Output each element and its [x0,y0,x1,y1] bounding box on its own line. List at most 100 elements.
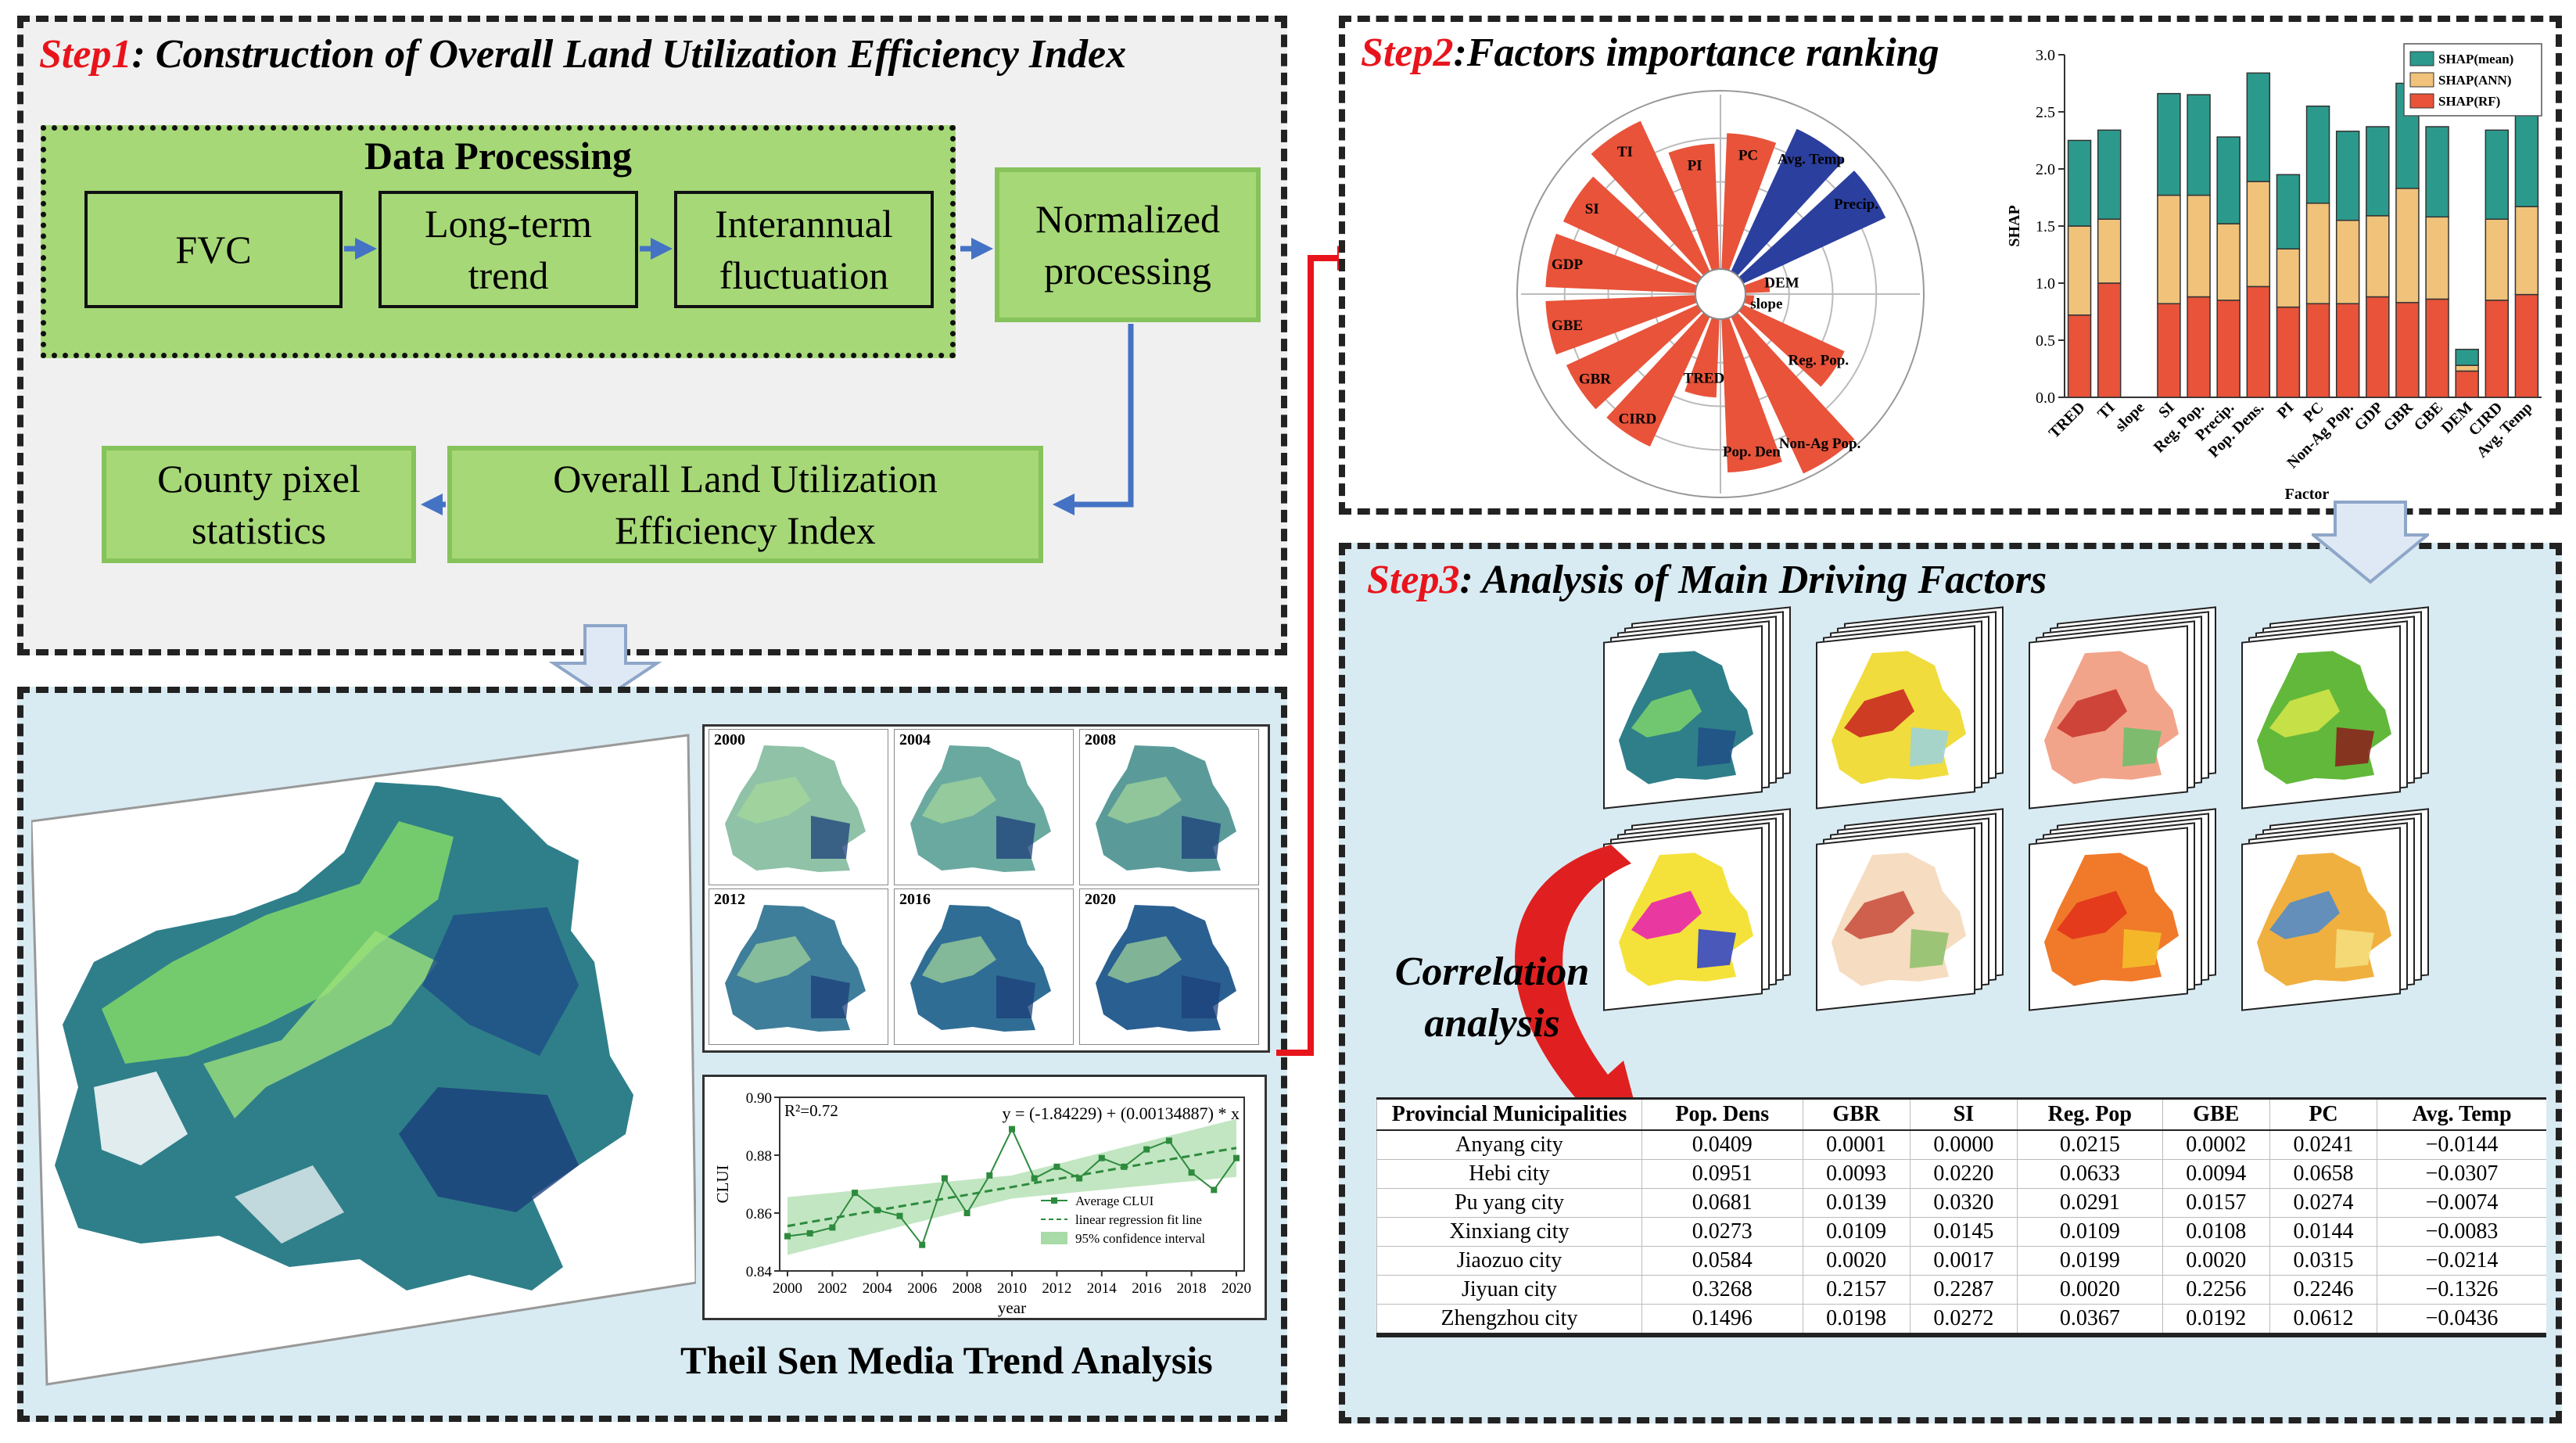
data-processing-group [41,125,956,358]
high-value-patch [996,975,1035,1018]
data-point [1143,1146,1150,1153]
region-patch [1697,727,1736,767]
y-tick-label: 0.5 [2036,332,2055,350]
y-tick-label: 0.0 [2036,389,2055,407]
polar-bar [1606,312,1710,447]
x-tick-label: 2006 [907,1280,937,1297]
x-axis-label: year [998,1298,1026,1317]
y-tick-label: 2.0 [2036,161,2055,178]
bar-segment [2067,139,2092,227]
year-map-2020: 2020 [1079,888,1259,1045]
legend-label: Average CLUI [1075,1194,1154,1208]
bar-segment [2305,303,2330,398]
region-patch [1631,688,1702,738]
year-map-2012: 2012 [709,888,888,1045]
bar-segment [2246,181,2271,288]
step2-title: Step2:Factors importance ranking [1361,31,1939,75]
x-tick-label: GDP [2351,399,2386,434]
table-cell: 0.0215 [2017,1129,2163,1160]
polar-bar [1668,143,1720,271]
x-tick-label: 2000 [773,1280,802,1297]
factor-map-card [2029,625,2188,809]
bar-segment [2425,216,2449,300]
year-label: 2004 [899,731,931,748]
legend-label: linear regression fit line [1075,1212,1202,1227]
data-point [1121,1163,1128,1170]
bar-segment [2157,92,2181,196]
legend-label: SHAP(RF) [2438,94,2500,109]
data-point [1053,1163,1060,1170]
high-value-patch [811,816,850,859]
table-cell: 0.0109 [2017,1217,2163,1247]
region-patch [1844,890,1914,939]
data-point [963,1210,970,1216]
table-cell: 0.2256 [2162,1275,2270,1305]
step1-arrows [344,238,1134,700]
table-cell: 0.0681 [1641,1188,1803,1218]
bar-segment [2157,303,2181,398]
legend-marker-avg [1051,1197,1057,1204]
table-header-cell: Reg. Pop [2017,1100,2163,1131]
table-cell: 0.0612 [2269,1304,2377,1333]
high-value-patch [996,816,1035,859]
factor-map-card [1603,625,1763,809]
r2-annotation: R²=0.72 [784,1101,838,1120]
bar-segment [2097,218,2122,284]
x-axis-label: Factor [2285,486,2330,503]
table-cell: −0.0074 [2377,1188,2546,1218]
bar-segment [2216,136,2241,224]
table-cell: 0.0273 [1641,1217,1803,1247]
bar-segment [2335,219,2360,305]
polar-category-label: GBR [1579,371,1611,387]
polar-category-label: Avg. Temp [1778,151,1845,167]
table-cell: 0.0315 [2269,1246,2377,1276]
step3-title: Step3: Analysis of Main Driving Factors [1367,558,2047,602]
table-cell: 0.0109 [1802,1217,1910,1247]
vegetation-patch [737,777,811,824]
table-cell: 0.0192 [2162,1304,2270,1333]
polar-bar [1738,171,1886,284]
data-point [852,1190,859,1197]
data-point [1211,1186,1218,1194]
table-header-cell: Avg. Temp [2377,1100,2546,1131]
table-cell: −0.0144 [2377,1129,2546,1160]
region-patch [2057,688,2127,738]
year-map-shape [910,745,1051,872]
bar-segment [2514,109,2539,207]
y-tick-label: 1.0 [2036,275,2055,293]
table-cell: Zhengzhou city [1376,1304,1642,1333]
table-header-cell: Provincial Municipalities [1376,1100,1642,1131]
table-cell: −0.0307 [2377,1159,2546,1189]
equation-annotation: y = (-1.84229) + (0.00134887) * x [1003,1104,1240,1123]
data-point [919,1241,926,1248]
legend-swatch [2409,51,2434,66]
polar-category-label: PC [1738,148,1758,164]
bar-segment [2335,303,2360,398]
region-patch [2335,928,2374,969]
bar-segment [2514,206,2539,296]
factor-map-shape [1832,853,1966,986]
fit-line [787,1147,1237,1228]
data-point [1031,1175,1038,1182]
polar-bar [1731,128,1844,276]
bar-segment [2157,194,2181,305]
factor-map-card [2241,625,2401,809]
high-value-patch [1182,816,1221,859]
table-cell: 0.0584 [1641,1246,1803,1276]
data-point [829,1224,836,1231]
table-header-cell: PC [2269,1100,2377,1131]
down-arrow-step1 [548,624,662,700]
data-point [1188,1169,1195,1176]
table-cell: Jiyuan city [1376,1275,1642,1305]
year-map-2004: 2004 [894,729,1074,885]
x-tick-label: 2014 [1087,1280,1118,1297]
table-cell: 0.2246 [2269,1275,2377,1305]
year-label: 2016 [899,891,931,908]
bar-segment [2455,364,2479,372]
fvc-box: FVC [84,191,343,308]
